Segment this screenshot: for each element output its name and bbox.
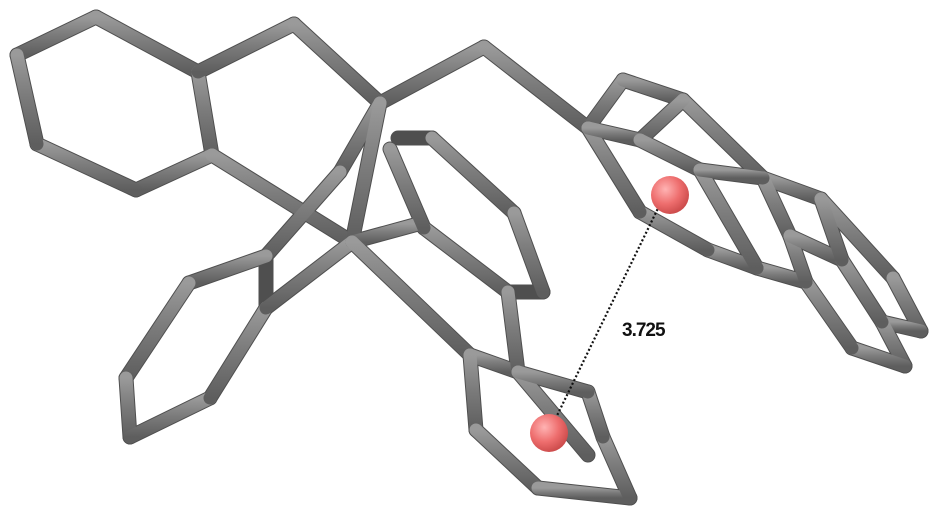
bond	[507, 206, 550, 299]
bond	[463, 348, 525, 379]
bond	[501, 285, 525, 379]
bond	[287, 17, 387, 110]
bond	[30, 137, 143, 197]
bond	[259, 165, 347, 263]
bond	[756, 171, 797, 243]
bond	[203, 301, 273, 405]
bond	[89, 10, 205, 79]
bond	[119, 371, 137, 444]
bond-layer	[10, 10, 928, 505]
bond	[511, 365, 595, 399]
bond	[10, 48, 44, 151]
distance-line	[549, 195, 665, 431]
bond	[345, 217, 425, 249]
bond	[581, 73, 630, 135]
bond	[119, 276, 196, 385]
bond	[693, 163, 764, 275]
bond	[383, 142, 431, 235]
bond	[469, 423, 545, 495]
bond	[511, 365, 595, 462]
bond	[676, 93, 770, 185]
bond	[191, 17, 301, 79]
bond	[756, 171, 828, 206]
bond	[633, 133, 707, 177]
bond	[633, 93, 690, 147]
bond	[10, 10, 103, 62]
bond	[596, 430, 637, 505]
bond	[531, 481, 637, 505]
bond	[633, 205, 715, 257]
bond	[814, 192, 900, 285]
bond	[814, 192, 849, 267]
bond	[835, 253, 889, 329]
bond	[886, 271, 928, 338]
bond	[129, 148, 219, 197]
bond	[783, 229, 849, 267]
bond	[417, 221, 515, 299]
bond	[463, 348, 483, 437]
bond	[182, 249, 273, 290]
bond	[581, 121, 647, 147]
bond	[477, 40, 595, 135]
bond	[799, 275, 859, 355]
bond	[425, 131, 521, 220]
bond	[581, 385, 610, 444]
bond	[259, 235, 359, 315]
bond	[750, 261, 813, 289]
ring-centroid-lower	[530, 414, 568, 452]
distance-label: 3.725	[622, 320, 666, 341]
bond	[693, 163, 770, 185]
ring-centroid-upper	[651, 176, 689, 214]
bond	[345, 235, 477, 362]
bond	[845, 341, 912, 373]
bond	[581, 121, 647, 219]
bond	[191, 65, 219, 162]
bond	[123, 391, 217, 444]
bond	[616, 73, 690, 107]
bond	[373, 40, 491, 110]
bond	[345, 96, 387, 249]
bond	[205, 148, 359, 249]
